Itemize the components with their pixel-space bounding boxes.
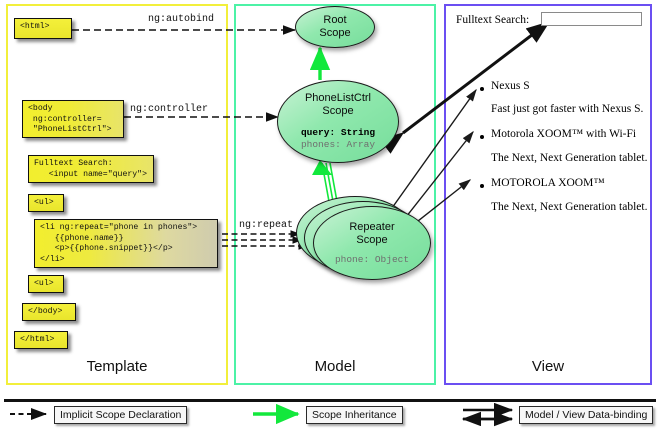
view-item-name-3: MOTOROLA XOOM™ [491,177,605,189]
panel-model: Model [234,4,436,385]
repeater-scope-title-1: Repeater [349,221,395,233]
html-open-box: <html> [14,18,72,39]
fulltext-search-box: Fulltext Search: <input name="query"> [28,155,154,183]
view-item-snippet-2: The Next, Next Generation tablet. [491,152,648,164]
root-scope-title-2: Scope [319,27,351,39]
legend-implicit-scope-declaration: Implicit Scope Declaration [54,406,188,424]
view-item-snippet-1: Fast just got faster with Nexus S. [491,103,644,115]
query-input[interactable] [541,12,642,26]
root-scope-node: Root Scope [295,6,375,48]
repeater-scope-title-2: Scope [356,234,388,246]
legend-divider [4,399,656,402]
ng-controller-label: ng:controller [130,104,209,115]
legend-scope-inheritance: Scope Inheritance [306,406,403,424]
panel-view: View [444,4,652,385]
view-item-name-1: Nexus S [491,80,530,92]
ng-repeat-label: ng:repeat [239,220,294,231]
repeater-prop-phone: phone: Object [334,254,410,265]
phonelistctrl-scope-title-2: Scope [322,105,354,117]
html-close-box: </html> [14,331,68,349]
phonelistctrl-prop-query: query: String [300,127,376,138]
phonelistctrl-prop-phones: phones: Array [300,139,376,150]
panel-label-template: Template [86,358,148,375]
view-item-name-2: Motorola XOOM™ with Wi-Fi [491,128,637,140]
view-item-snippet-3: The Next, Next Generation tablet. [491,201,648,213]
view-bullet-3 [480,184,484,188]
ng-autobind-label: ng:autobind [148,14,215,25]
li-repeat-box: <li ng:repeat="phone in phones"> {{phone… [34,219,218,268]
view-fulltext-label: Fulltext Search: [456,14,530,26]
panel-label-model: Model [314,358,356,375]
phonelistctrl-scope-node: PhoneListCtrl Scope query: String phones… [277,80,399,163]
ul-close-box: <ul> [28,275,64,293]
phonelistctrl-scope-title-1: PhoneListCtrl [304,92,372,104]
view-bullet-1 [480,87,484,91]
root-scope-title-1: Root [323,14,347,26]
body-open-box: <body ng:controller= "PhoneListCtrl"> [22,100,124,138]
ul-open-box: <ul> [28,194,64,212]
panel-label-view: View [531,358,565,375]
legend-model-view-data-binding: Model / View Data-binding [519,406,654,424]
repeater-scope-node: Repeater Scope phone: Object [313,206,431,280]
body-close-box: </body> [22,303,76,321]
view-bullet-2 [480,135,484,139]
